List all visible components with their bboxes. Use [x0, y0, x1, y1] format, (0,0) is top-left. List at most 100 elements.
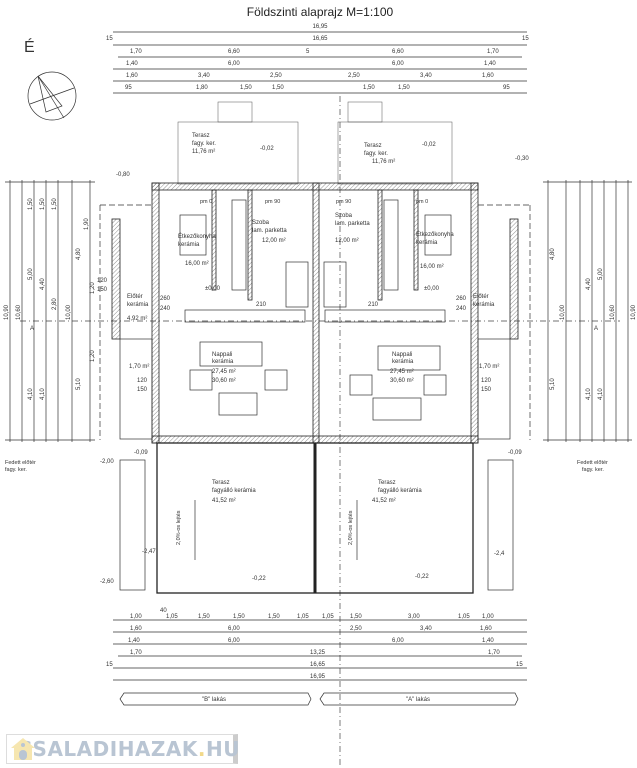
lower-terrace — [119, 442, 514, 594]
level-mark: -0,80 — [116, 172, 130, 178]
room-name: Előtér — [127, 294, 143, 300]
plan-title: Földszinti alaprajz M=1:100 — [247, 5, 394, 19]
room-floor: fagyálló kerámia — [212, 488, 256, 494]
room-area: 30,60 m² — [390, 378, 414, 384]
plan-label: 1,05 — [322, 614, 334, 620]
plan-label: 150 — [137, 387, 148, 393]
room-area: 16,00 m² — [185, 261, 209, 267]
level-mark: -0,02 — [422, 142, 436, 148]
room-name: Terasz — [378, 480, 396, 486]
room-floor: kerámia — [212, 359, 234, 365]
side-entry-left — [99, 204, 153, 440]
room-area: 1,70 m² — [479, 364, 499, 370]
dim: 1,70 — [130, 49, 142, 55]
plan-label: 1,50 — [52, 198, 58, 210]
level-mark: -2,00 — [100, 459, 114, 465]
dim: 1,40 — [126, 61, 138, 67]
plan-label: 4,10 — [598, 388, 604, 400]
room-area: 27,45 m² — [390, 369, 414, 375]
plan-label: 150 — [481, 387, 492, 393]
room-name: Étkezőkonyha — [178, 233, 216, 240]
plan-label: 1,70 — [130, 650, 142, 656]
dim-1-20-lower: 1,20 — [90, 350, 96, 362]
level-mark: -0,09 — [134, 450, 148, 456]
plan-label: 1,50 — [350, 614, 362, 620]
dim: 6,00 — [392, 61, 404, 67]
plan-label: 16,65 — [310, 662, 326, 668]
plan-label: 40 — [160, 608, 167, 614]
plan-label: 4,40 — [40, 278, 46, 290]
plan-label: pm 90 — [336, 199, 351, 205]
logo-text: CSALADIHAZAK.HU — [17, 737, 240, 761]
plan-label: 260 — [456, 296, 467, 302]
room-floor: kerámia — [416, 240, 438, 246]
plan-label: 1,40 — [128, 638, 140, 644]
plan-label: 1,00 — [130, 614, 142, 620]
north-arrow-icon: É — [24, 37, 77, 121]
plan-label: 120 — [137, 378, 148, 384]
plan-label: 210 — [256, 302, 267, 308]
opening-marks: pm 0 pm 90 pm 90 pm 0 210 210 260 240 26… — [97, 156, 529, 585]
room-floor: lam. parketta — [252, 228, 287, 234]
dim: 16,65 — [312, 36, 328, 42]
left-dimension-chain: 10,90 10,60 5,00 4,40 4,10 4,10 1,50 1,5… — [4, 180, 96, 442]
plan-label: 6,00 — [228, 626, 240, 632]
plan-label: pm 0 — [416, 199, 428, 205]
plan-label: 1,40 — [482, 638, 494, 644]
room-area: 41,52 m² — [212, 498, 236, 504]
room-area: 41,52 m² — [372, 498, 396, 504]
plan-label: 260 — [160, 296, 171, 302]
section-mark: A — [594, 326, 598, 332]
plan-label: 4,80 — [550, 248, 556, 260]
plan-label: 5,00 — [28, 268, 34, 280]
plan-label: 16,95 — [310, 674, 326, 680]
level-mark: -0,22 — [252, 576, 266, 582]
plan-label: pm 0 — [200, 199, 212, 205]
plan-label: 2,80 — [52, 298, 58, 310]
unit-label-b: "B" lakás — [202, 697, 226, 703]
top-dimension-chain: 16,95 15 16,65 15 1,70 6,60 5 6,60 1,70 … — [106, 24, 529, 94]
plan-label: 13,25 — [310, 650, 326, 656]
plan-label: HU — [206, 737, 240, 761]
plan-label: 10,90 — [631, 304, 637, 320]
bottom-dimension-chain: 1,00 40 1,05 1,50 1,50 1,50 1,05 1,05 1,… — [106, 608, 527, 681]
dim: 1,40 — [484, 61, 496, 67]
plan-label: 4,10 — [40, 388, 46, 400]
room-name: Fedett előtér — [5, 460, 36, 466]
dim: 6,60 — [228, 49, 240, 55]
room-name: Terasz — [364, 143, 382, 149]
room-name: Nappali — [392, 352, 412, 358]
plan-label: 15 — [516, 662, 523, 668]
plan-label: 1,50 — [268, 614, 280, 620]
plan-label: 240 — [160, 306, 171, 312]
dim: 1,50 — [398, 85, 410, 91]
room-area: 12,00 m² — [335, 238, 359, 244]
room-name: Fedett előtér — [577, 460, 608, 466]
level-mark: -2,60 — [100, 579, 114, 585]
dim: 2,50 — [270, 73, 282, 79]
unit-tag-a — [319, 692, 519, 706]
level-mark: ±0,00 — [424, 286, 440, 292]
room-floor: kerámia — [178, 242, 200, 248]
plan-label: . — [197, 737, 207, 761]
plan-label: 120 — [481, 378, 492, 384]
room-area: 27,45 m² — [212, 369, 236, 375]
plan-label: 10,00 — [66, 304, 72, 320]
room-area: 4,92 m² — [127, 316, 147, 322]
room-floor: fagy. ker. — [192, 141, 216, 147]
dim: 1,60 — [482, 73, 494, 79]
dim: 15 — [106, 36, 113, 42]
room-floor: fagy. ker. — [582, 467, 604, 473]
room-area: 11,76 m² — [192, 149, 215, 155]
room-name: Étkezőkonyha — [416, 231, 454, 238]
plan-label: 15 — [106, 662, 113, 668]
level-mark: -0,09 — [508, 450, 522, 456]
level-mark: -2,47 — [142, 549, 156, 555]
room-floor: kerámia — [392, 359, 414, 365]
room-floor: fagyálló kerámia — [378, 488, 422, 494]
room-labels-left: Terasz fagy. ker. 11,76 m² -0,02 Étkezők… — [5, 133, 287, 582]
side-entry-right — [477, 204, 531, 440]
plan-label: 2,50 — [350, 626, 362, 632]
slope-label: 2,0%-os lejtés — [176, 510, 182, 545]
